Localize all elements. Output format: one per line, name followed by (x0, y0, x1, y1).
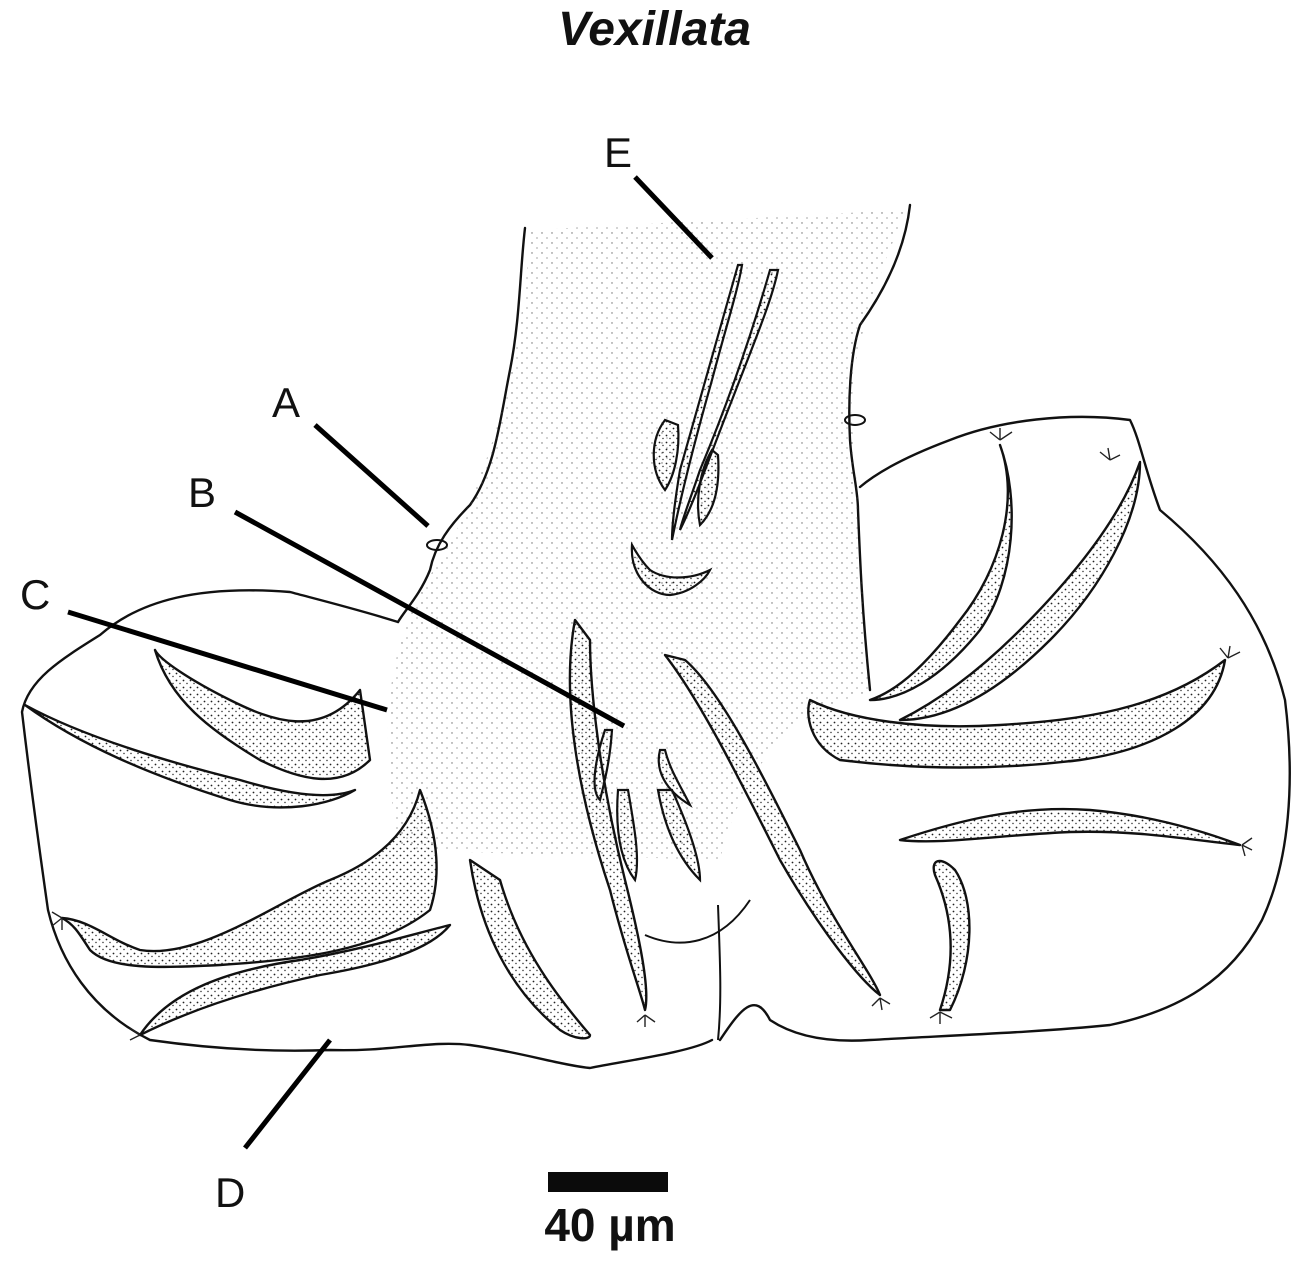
leader-line-a (313, 423, 430, 528)
tentacle-left-1 (153, 648, 372, 781)
scale-bar (548, 1172, 668, 1192)
tentacle-right-4 (898, 807, 1242, 847)
tuft-left-2 (129, 1027, 141, 1041)
tuft-right-2 (1099, 447, 1121, 461)
tuft-right-4 (1241, 837, 1253, 857)
leader-line-c (67, 609, 388, 713)
leader-line-d (243, 1038, 332, 1150)
structure-e-lobe-left (652, 418, 680, 492)
band-marker-left (426, 539, 448, 551)
small-tentacle-2 (657, 748, 693, 808)
small-tentacle-3 (616, 788, 639, 883)
right-lobe-outline (718, 415, 1291, 1042)
structure-e-lobe-right (697, 448, 720, 528)
tentacle-right-3 (807, 658, 1227, 769)
label-b: B (188, 469, 217, 516)
small-tentacle-1 (593, 728, 614, 803)
tentacle-left-4 (138, 923, 452, 1037)
tentacle-right-1 (868, 443, 1013, 702)
tuft-bottom-1 (636, 1014, 656, 1027)
structure-e-strand-1 (670, 263, 744, 541)
tentacle-right-2 (898, 460, 1142, 722)
label-d: D (215, 1169, 246, 1216)
tentacle-center-2 (663, 653, 882, 997)
label-a: A (272, 379, 301, 426)
small-tentacle-4 (656, 788, 702, 883)
scale-bar-label: 40 µm (544, 1199, 676, 1251)
crescent-structure (630, 541, 713, 597)
center-arc (644, 899, 751, 944)
tuft-bottom-2 (871, 997, 891, 1011)
tentacle-left-3 (60, 788, 438, 969)
tentacle-left-2 (23, 703, 357, 809)
leader-line-b (233, 509, 626, 729)
label-c: C (20, 571, 51, 618)
leader-line-e (633, 175, 714, 260)
tentacle-right-5 (932, 859, 971, 1012)
tuft-right-top (989, 428, 1013, 441)
figure-title: Vexillata (557, 3, 751, 56)
tentacle-bottom-1 (468, 858, 592, 1040)
tuft-left-1 (51, 911, 63, 930)
tuft-bottom-3 (929, 1011, 953, 1024)
label-e: E (604, 129, 633, 176)
tuft-right-3 (1219, 645, 1241, 659)
left-lobe-outline (20, 589, 714, 1070)
center-stalk (717, 904, 722, 1041)
band-marker-right (844, 414, 866, 426)
